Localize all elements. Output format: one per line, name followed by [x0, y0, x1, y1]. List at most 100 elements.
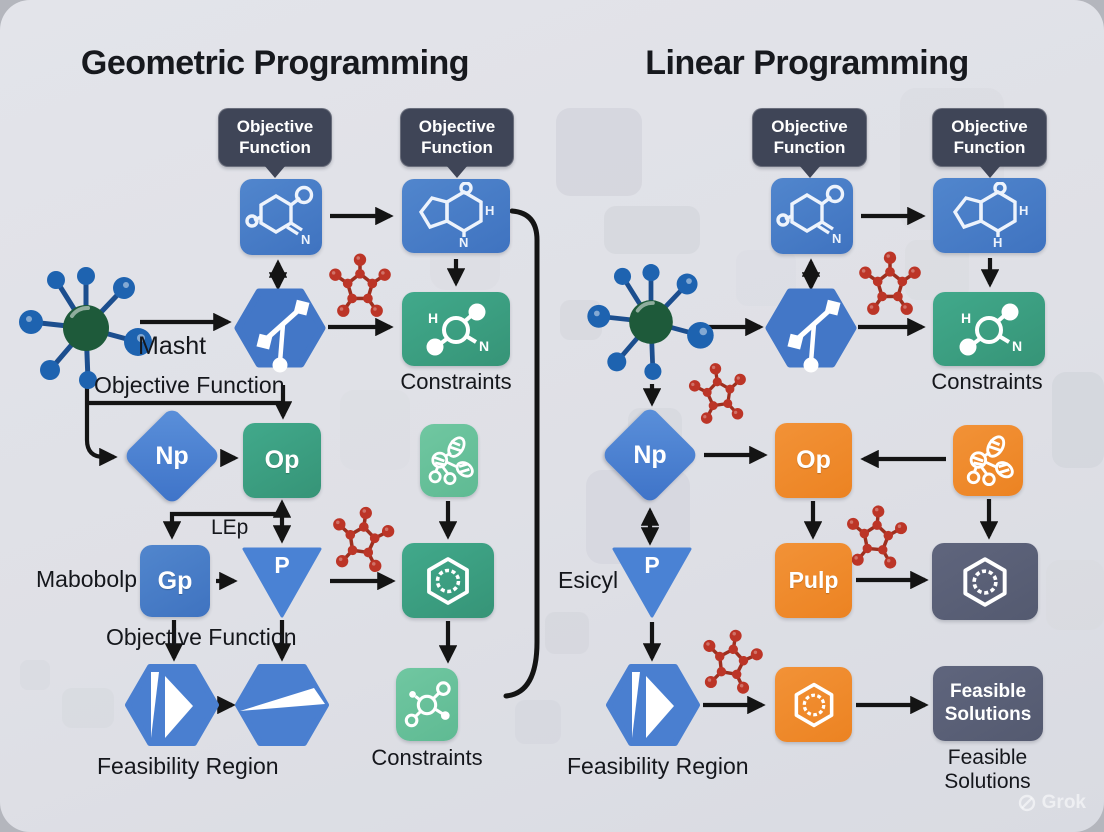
- ball-and-stick-molecule-icon: [404, 680, 451, 727]
- hexagon-chevron-icon: [128, 667, 216, 743]
- constraints-label: Constraints: [371, 745, 483, 770]
- hatched-molecule-node: [420, 424, 478, 497]
- p-triangle-node: [242, 547, 322, 618]
- np-label: Np: [155, 441, 189, 470]
- svg-text:N: N: [479, 338, 489, 354]
- constraints-node: H N: [402, 292, 510, 366]
- callout-objective-function: Objective Function: [752, 108, 867, 178]
- linear-title: Linear Programming: [645, 44, 969, 82]
- atom-cluster-icon: [587, 264, 713, 380]
- hatched-bond-molecule-icon: [428, 435, 474, 485]
- svg-text:H: H: [961, 310, 971, 326]
- np-label: Np: [633, 440, 667, 469]
- p-triangle-node: [612, 547, 692, 618]
- network-node-hexagon-icon: [769, 292, 853, 373]
- constraints-label: Constraints: [931, 369, 1043, 394]
- geometric-arrows: [84, 206, 540, 715]
- slashed-circle-icon: [1018, 794, 1035, 812]
- objective-function-node: H N: [402, 179, 510, 253]
- lep-label: LEp: [211, 516, 249, 539]
- svg-text:H: H: [1019, 203, 1028, 218]
- mabobolp-label: Mabobolp: [36, 566, 138, 592]
- pulp-label: Pulp: [788, 567, 839, 593]
- op-node: Op: [243, 423, 321, 498]
- svg-text:H: H: [993, 235, 1002, 250]
- red-molecule-icon: [327, 251, 393, 319]
- p-label: P: [274, 552, 290, 578]
- op-node: Op: [775, 423, 852, 498]
- feasible-solutions-label: Feasible Solutions: [944, 746, 1031, 793]
- svg-text:N: N: [301, 232, 310, 247]
- feasible-solutions-node: Feasible Solutions: [933, 666, 1043, 741]
- decorative-square: [62, 688, 114, 728]
- callout-label: Objective Function: [771, 117, 848, 157]
- grok-watermark: Grok: [1018, 792, 1086, 814]
- objective-function-node: N: [771, 178, 853, 254]
- geometric-title: Geometric Programming: [80, 44, 470, 82]
- benzene-gear-icon: [794, 682, 833, 727]
- svg-text:N: N: [459, 235, 468, 250]
- svg-text:N: N: [832, 231, 841, 246]
- esicyl-label: Esicyl: [558, 567, 619, 593]
- np-diamond-node: Np: [600, 405, 700, 505]
- objective-function-label-upper: Objective Function: [94, 372, 285, 398]
- network-node-hexagon-icon: [238, 292, 322, 373]
- decorative-square: [515, 700, 561, 744]
- callout-label: Objective Function: [236, 117, 314, 157]
- ball-and-stick-molecule-icon: H N: [426, 303, 489, 356]
- center-bracket: [503, 208, 540, 699]
- decorative-square: [20, 660, 50, 690]
- benzene-gear-icon: [427, 556, 469, 605]
- decorative-square: [1046, 560, 1104, 630]
- linear-arrows: [640, 206, 1000, 715]
- chemical-ring-structure-icon: N: [245, 185, 314, 247]
- decorative-square: [545, 612, 589, 654]
- callout-objective-function: Objective Function: [932, 108, 1047, 178]
- atom-cluster-icon: [19, 267, 152, 389]
- ball-and-stick-molecule-icon: H N: [959, 303, 1022, 356]
- watermark-brand: Grok: [1041, 792, 1086, 813]
- objective-function-node: N: [240, 179, 322, 255]
- fused-ring-structure-icon: H N: [418, 182, 494, 250]
- hexagon-wedge-icon: [238, 667, 326, 743]
- benzene-gear-icon: [963, 556, 1007, 607]
- gear-hexagon-node: [775, 667, 852, 742]
- red-molecule-icon: [694, 622, 769, 698]
- feasible-solutions-box-label: Feasible Solutions: [944, 680, 1032, 725]
- gp-label: Gp: [157, 566, 193, 595]
- np-diamond-node: Np: [122, 406, 222, 506]
- decorative-square: [556, 108, 642, 196]
- red-molecule-icon: [325, 500, 399, 576]
- red-molecule-icon: [841, 501, 911, 572]
- feasibility-region-label: Feasibility Region: [567, 753, 749, 779]
- constraints-node: H N: [933, 292, 1045, 366]
- red-molecule-icon: [857, 249, 923, 317]
- op-label: Op: [796, 446, 831, 474]
- masht-label: Masht: [138, 332, 207, 360]
- svg-text:N: N: [1012, 338, 1022, 354]
- svg-text:H: H: [428, 310, 438, 326]
- callout-label: Objective Function: [951, 117, 1028, 157]
- hatched-molecule-node: [953, 425, 1023, 496]
- feasibility-region-label: Feasibility Region: [97, 753, 279, 779]
- callout-objective-function: Objective Function: [400, 108, 514, 178]
- callout-label: Objective Function: [418, 117, 496, 157]
- p-label: P: [644, 552, 660, 578]
- fused-ring-structure-icon: H H: [952, 181, 1028, 250]
- chemical-ring-structure-icon: N: [776, 184, 845, 246]
- hatched-bond-molecule-icon: [966, 434, 1014, 486]
- op-label: Op: [264, 446, 300, 474]
- pulp-node: Pulp: [775, 543, 852, 618]
- svg-text:H: H: [485, 203, 494, 218]
- objective-function-label-lower: Objective Function: [106, 624, 297, 650]
- objective-function-node: H H: [933, 178, 1046, 253]
- hexagon-chevron-icon: [609, 667, 697, 743]
- arrow-lep-branch-to-gp: [162, 511, 280, 540]
- molecule-node: [396, 668, 458, 741]
- decorative-square: [604, 206, 700, 254]
- arrow-objfn-label-to-np: [84, 372, 118, 467]
- callout-objective-function: Objective Function: [218, 108, 332, 178]
- decorative-square: [1052, 372, 1104, 468]
